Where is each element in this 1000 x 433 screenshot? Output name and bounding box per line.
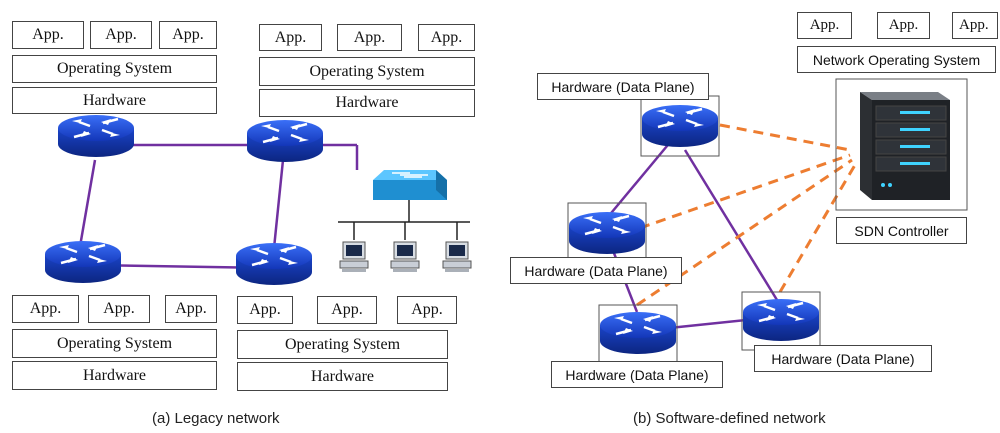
os-box: Operating System: [237, 330, 448, 359]
app-box: App.: [317, 296, 377, 324]
app-box: App.: [12, 295, 79, 323]
router-icon: [234, 241, 314, 287]
sdn-link: [606, 139, 673, 219]
app-box: App.: [88, 295, 150, 323]
router-icon: [43, 239, 123, 285]
sdn-controller-label: SDN Controller: [836, 217, 967, 244]
data-plane-label: Hardware (Data Plane): [510, 257, 682, 284]
controller-frame: [835, 78, 968, 211]
server-icon: [860, 92, 950, 200]
app-box: App.: [165, 295, 217, 323]
computer-icon: [339, 241, 369, 272]
app-box: App.: [90, 21, 152, 49]
control-link: [778, 164, 857, 293]
sdn-caption: (b) Software-defined network: [633, 410, 826, 427]
computer-icon: [390, 241, 420, 272]
data-plane-label: Hardware (Data Plane): [537, 73, 709, 100]
hardware-box: Hardware: [12, 361, 217, 390]
hardware-box: Hardware: [12, 87, 217, 114]
control-link: [719, 123, 851, 152]
control-link: [639, 153, 851, 230]
network-os-box: Network Operating System: [797, 46, 996, 73]
legacy-link: [271, 159, 285, 259]
lan-bus: [338, 200, 470, 240]
router-icon: [567, 210, 647, 256]
switch-icon: [373, 170, 447, 200]
router-icon: [741, 297, 821, 343]
app-box: App.: [159, 21, 217, 49]
app-box: App.: [397, 296, 457, 324]
hardware-box: Hardware: [237, 362, 448, 391]
app-box: App.: [337, 24, 402, 51]
os-box: Operating System: [12, 55, 217, 83]
app-box: App.: [952, 12, 998, 39]
app-box: App.: [797, 12, 852, 39]
legacy-caption: (a) Legacy network: [152, 410, 280, 427]
app-box: App.: [237, 296, 293, 324]
hardware-box: Hardware: [259, 89, 475, 117]
data-plane-label: Hardware (Data Plane): [754, 345, 932, 372]
app-box: App.: [259, 24, 322, 51]
app-box: App.: [418, 24, 475, 51]
router-icon: [56, 113, 136, 159]
app-box: App.: [12, 21, 84, 49]
router-icon: [640, 103, 720, 149]
data-plane-label: Hardware (Data Plane): [551, 361, 723, 388]
router-icon: [598, 310, 678, 356]
sdn-link: [683, 149, 779, 301]
router-icon: [245, 118, 325, 164]
app-box: App.: [877, 12, 930, 39]
os-box: Operating System: [259, 57, 475, 86]
computer-icon: [442, 241, 472, 272]
os-box: Operating System: [12, 329, 217, 358]
